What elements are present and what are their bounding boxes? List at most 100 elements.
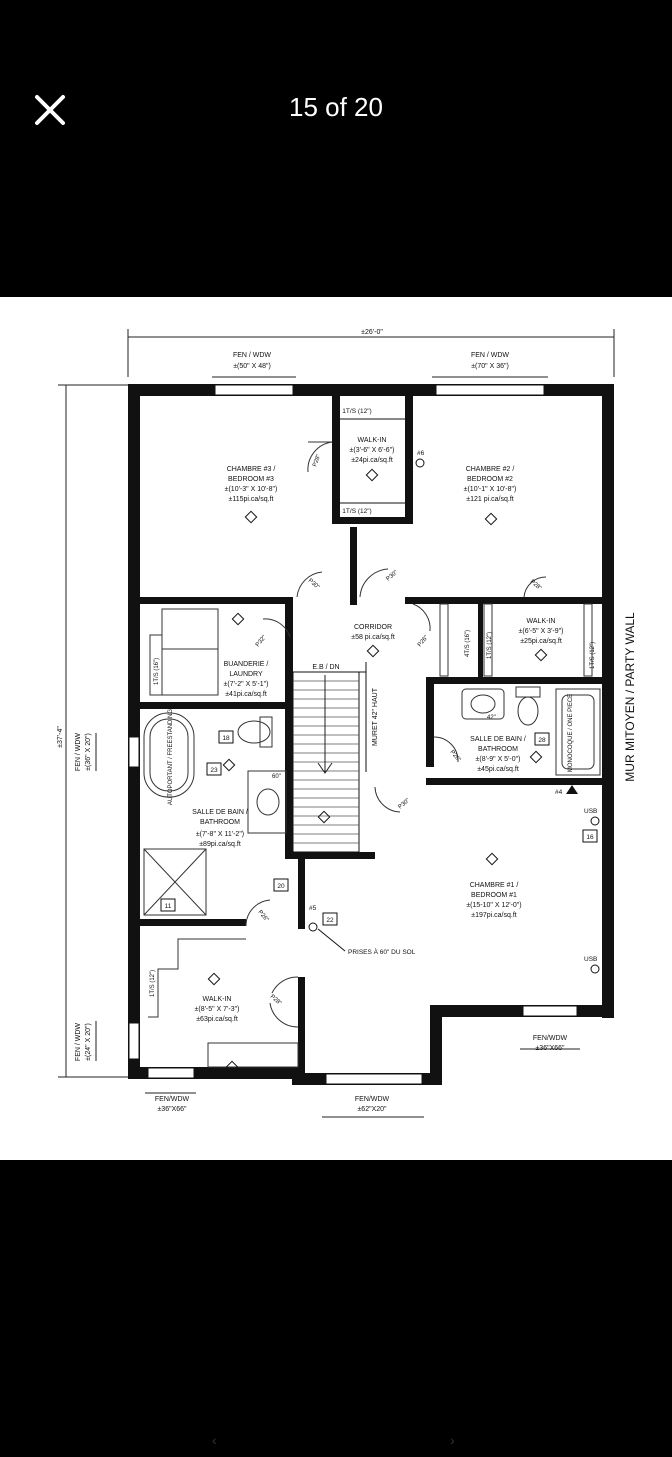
plan-label: 1T/S (16") (154, 658, 160, 685)
plan-label: BATHROOM (200, 819, 240, 826)
plan-label: FEN/WDW (355, 1096, 390, 1103)
detector-icon (365, 468, 379, 482)
plan-label: AUTOPORTANT / FREESTANDING (168, 709, 174, 805)
plan-label: FEN/WDW (533, 1035, 568, 1042)
plan-label: ±36"X66" (157, 1106, 187, 1113)
plan-label: WALK-IN (358, 437, 387, 444)
plan-label: ±121 pi.ca/sq.ft (466, 496, 513, 503)
overall-width: ±26'-0" (361, 329, 383, 336)
plan-label: ±(7'-8" X 11'-2") (196, 831, 244, 838)
detector-icon (231, 612, 245, 626)
plan-label: ±(10'-3" X 10'-8") (225, 486, 278, 493)
plan-label: PRISES À 60" DU SOL (348, 947, 416, 956)
plan-label: ±62"X20" (357, 1106, 387, 1113)
plan-label: 11 (165, 903, 172, 910)
floor-plan-drawing: ±26'-0" ±37'-4" FEN / WDW ±(50" X 48") F… (57, 329, 637, 1118)
plan-label: #6 (417, 450, 425, 457)
detector-icon (534, 648, 548, 662)
plan-label: ±36"X66" (535, 1045, 565, 1052)
plan-label: FEN / WDW (75, 733, 82, 771)
plan-label: P26" (417, 635, 430, 649)
plan-label: P30" (307, 578, 321, 591)
plan-label: 1T/S (12") (342, 408, 371, 415)
plan-label: #4 (555, 789, 563, 796)
detector-icon (244, 510, 258, 524)
plan-label: FEN / WDW (233, 352, 271, 359)
plan-label: ±(3'-6" X 6'-6") (350, 447, 395, 454)
plan-label: 1T/S (12") (150, 970, 156, 997)
detector-icon (485, 852, 499, 866)
photo-counter: 15 of 20 (289, 92, 383, 122)
plan-label: MURET 42" HAUT (372, 687, 379, 746)
detector-icon (222, 758, 236, 772)
detector-icon (529, 750, 543, 764)
plan-label: WALK-IN (203, 996, 232, 1003)
plan-label: 20 (277, 883, 285, 890)
detector-icon (317, 810, 331, 824)
plan-label: 23 (210, 767, 218, 774)
plan-label: SALLE DE BAIN / (192, 809, 248, 816)
plan-label: ±24pi.ca/sq.ft (351, 457, 393, 464)
plan-label: P28" (312, 454, 322, 468)
plan-label: ±(7'-2" X 5'-1") (224, 681, 269, 688)
plan-label: ±45pi.ca/sq.ft (477, 766, 519, 773)
plan-label: SALLE DE BAIN / (470, 736, 526, 743)
plan-label: P32" (255, 635, 268, 649)
plan-label: USB (584, 808, 597, 815)
plan-label: 1T/S (12") (487, 632, 493, 659)
plan-label: ±197pi.ca/sq.ft (471, 912, 517, 919)
floor-plan-image[interactable]: ±26'-0" ±37'-4" FEN / WDW ±(50" X 48") F… (0, 297, 672, 1160)
plan-label: ±(10'-1" X 10'-8") (464, 486, 517, 493)
plan-label: ±(8'-5" X 7'-3") (195, 1006, 240, 1013)
plan-label: ±63pi.ca/sq.ft (196, 1016, 238, 1023)
plan-label: CHAMBRE #3 / (227, 466, 276, 473)
plan-label: 16 (586, 834, 594, 841)
plan-label: BATHROOM (478, 746, 518, 753)
plan-label: P28" (529, 579, 543, 592)
plan-label: 28 (538, 737, 546, 744)
plan-label: CORRIDOR (354, 624, 392, 631)
plan-label: BEDROOM #1 (471, 892, 517, 899)
plan-label: BUANDERIE / (224, 661, 269, 668)
plan-label: ±58 pi.ca/sq.ft (351, 634, 395, 641)
plan-label: CHAMBRE #1 / (470, 882, 519, 889)
party-wall-label: MUR MITOYEN / PARTY WALL (623, 612, 637, 782)
plan-label: ±25pi.ca/sq.ft (520, 638, 562, 645)
plan-label: P26" (256, 909, 269, 923)
plan-label: USB (584, 956, 597, 963)
prev-chevron-icon[interactable]: ‹ (212, 1432, 217, 1448)
detector-icon (366, 644, 380, 658)
plan-label: MONOCOQUE / ONE PIECE (568, 694, 574, 772)
plan-label: ±(6'-5" X 3'-9") (519, 628, 564, 635)
plan-label: CHAMBRE #2 / (466, 466, 515, 473)
plan-label: FEN/WDW (155, 1096, 190, 1103)
plan-label: ±115pi.ca/sq.ft (229, 496, 274, 503)
plan-label: 18 (222, 735, 230, 742)
detector-icon (225, 1060, 239, 1074)
plan-label: ±(36" X 20") (85, 733, 92, 771)
plan-label: 22 (326, 917, 334, 924)
plan-label: 4T/S (16") (465, 630, 471, 657)
plan-label: WALK-IN (527, 618, 556, 625)
plan-label: ±(15-10" X 12'-0") (466, 902, 521, 909)
plan-label: P30" (385, 570, 399, 583)
plan-label: P30" (397, 798, 411, 811)
plan-label: LAUNDRY (229, 671, 263, 678)
plan-label: E.B / DN (312, 664, 339, 671)
detector-icon (484, 512, 498, 526)
plan-label: P26" (448, 749, 461, 763)
plan-label: 60" (272, 774, 281, 780)
plan-label: 1T/S (12") (342, 508, 371, 515)
plan-label: BEDROOM #2 (467, 476, 513, 483)
plan-label: #5 (309, 905, 317, 912)
plan-label: FEN / WDW (471, 352, 509, 359)
plan-label: ±(8'-9" X 5'-0") (476, 756, 521, 763)
plan-label: ±41pi.ca/sq.ft (225, 691, 267, 698)
viewer-header: 15 of 20 (0, 0, 672, 297)
next-chevron-icon[interactable]: › (450, 1432, 455, 1448)
detector-icon (207, 972, 221, 986)
close-icon[interactable] (30, 90, 70, 130)
plan-label: ±(70" X 36") (471, 363, 509, 370)
plan-label: FEN / WDW (75, 1023, 82, 1061)
plan-label: 1T/S (12") (590, 642, 596, 669)
